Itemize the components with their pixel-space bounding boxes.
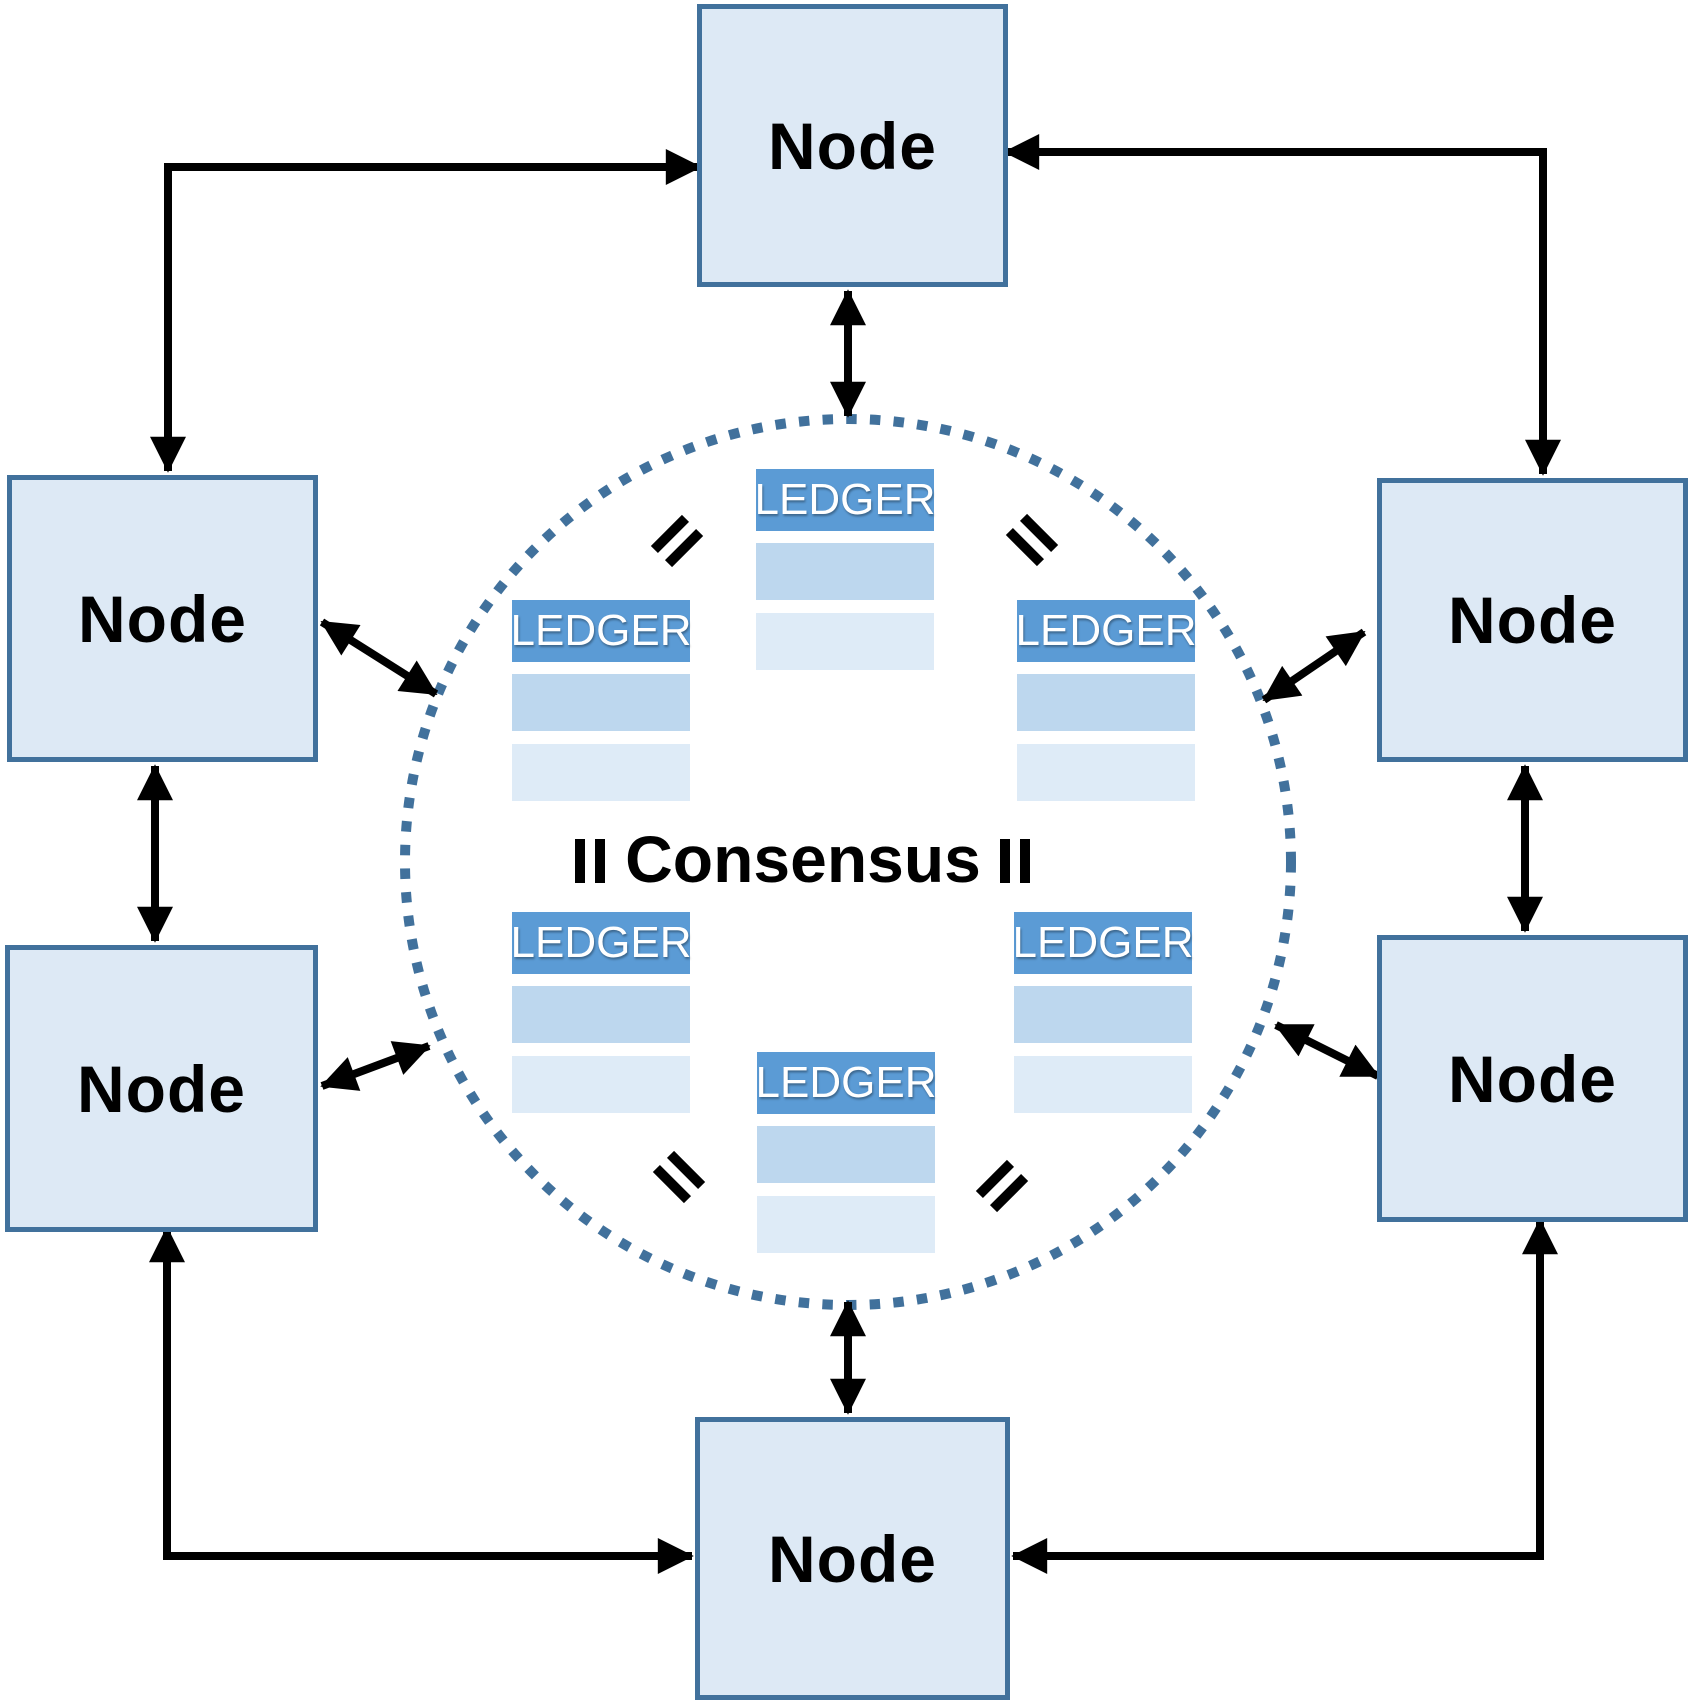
ledger-row [512,744,690,801]
node-label: Node [1448,583,1617,657]
ledger-upper-left: LEDGER [511,600,691,814]
ledger-row [1014,1056,1192,1113]
connector-right-bottom-node-to-circle [1274,1021,1380,1080]
ledger-title: LEDGER [1013,912,1193,974]
connector-left-top-node-to-circle [319,618,439,698]
node-left-top: Node [7,475,318,762]
ledger-upper-right: LEDGER [1016,600,1196,814]
connector-top-node-to-right-top-node [1003,134,1561,476]
connector-right-top-node-to-circle [1261,628,1367,704]
ledger-row [1017,744,1195,801]
connector-right-bottom-node-to-bottom-node [1011,1218,1558,1574]
node-bottom: Node [695,1417,1010,1700]
connector-left-bottom-node-to-circle [320,1041,431,1091]
node-label: Node [768,108,937,183]
consensus-title: Consensus [625,822,981,896]
ledger-row [1017,674,1195,731]
ledger-row [757,1196,935,1253]
node-top: Node [697,4,1008,287]
ledger-row [756,613,934,670]
ledger-row [756,543,934,600]
ledger-row [512,1056,690,1113]
ledger-row [512,674,690,731]
ledger-title: LEDGER [511,600,691,662]
ledger-title: LEDGER [1016,600,1196,662]
ledger-title: LEDGER [511,912,691,974]
ledger-row [1014,986,1192,1043]
ledger-row [757,1126,935,1183]
node-label: Node [78,581,247,656]
node-right-top: Node [1377,478,1688,762]
ledger-title: LEDGER [755,469,935,531]
ledger-bottom-center: LEDGER [756,1052,936,1266]
ledger-title: LEDGER [756,1052,936,1114]
ledger-lower-right: LEDGER [1013,912,1193,1126]
connector-left-bottom-node-to-bottom-node [149,1226,694,1574]
node-label: Node [77,1051,246,1126]
ledger-row [512,986,690,1043]
node-left-bottom: Node [5,945,318,1232]
ledger-lower-left: LEDGER [511,912,691,1126]
node-right-bottom: Node [1377,935,1688,1222]
node-label: Node [1448,1041,1617,1116]
node-label: Node [768,1521,937,1596]
connector-top-node-to-left-top-node [150,149,702,473]
ledger-top-center: LEDGER [755,469,935,683]
